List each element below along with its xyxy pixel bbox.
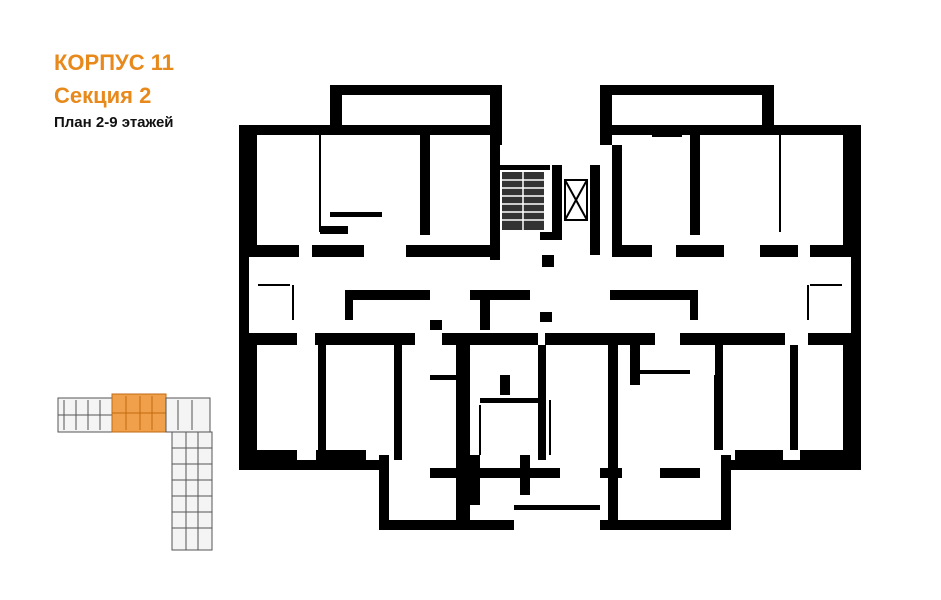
interior-lines — [258, 135, 842, 455]
floor-plan — [239, 85, 861, 530]
plan-subtitle: План 2-9 этажей — [54, 114, 174, 131]
key-plan-building — [57, 393, 213, 551]
building-title: КОРПУС 11 — [54, 50, 174, 75]
stair-steps — [502, 172, 544, 230]
section-title: Секция 2 — [54, 83, 152, 108]
elevator-shaft — [564, 179, 588, 221]
